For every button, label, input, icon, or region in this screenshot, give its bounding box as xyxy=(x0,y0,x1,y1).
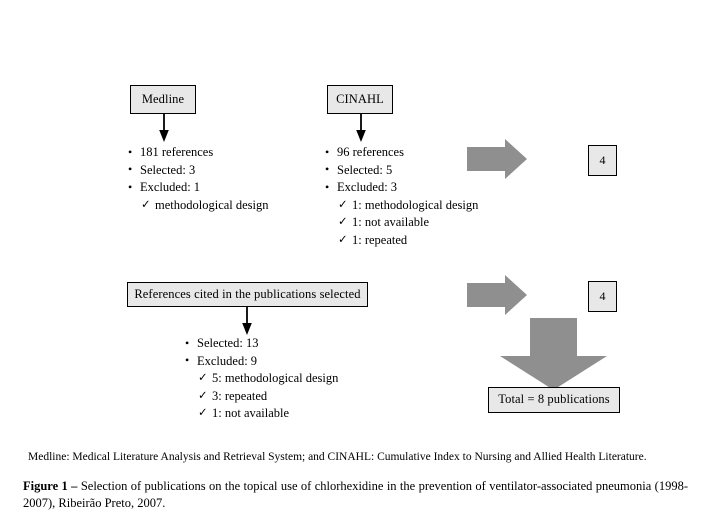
list-item: Excluded: 9 xyxy=(185,352,338,371)
arrow-down-references-icon xyxy=(242,306,252,335)
list-item-check: 1: not available xyxy=(325,214,478,232)
node-count-mid: 4 xyxy=(588,281,617,312)
list-item-check: 3: repeated xyxy=(185,388,338,406)
list-item-check: 5: methodological design xyxy=(185,370,338,388)
list-item-check: 1: not available xyxy=(185,405,338,423)
list-item: Excluded: 3 xyxy=(325,179,478,197)
arrow-down-medline-icon xyxy=(159,113,169,142)
figure-caption-text: Selection of publications on the topical… xyxy=(23,479,688,510)
list-item-check: 1: repeated xyxy=(325,232,478,250)
arrow-right-block-top-icon xyxy=(467,139,527,179)
list-item-check: 1: methodological design xyxy=(325,197,478,215)
list-item: Excluded: 1 xyxy=(128,179,269,197)
arrow-down-block-total-icon xyxy=(500,318,607,390)
list-references-results: Selected: 13 Excluded: 9 5: methodologic… xyxy=(185,335,338,423)
node-medline: Medline xyxy=(130,85,196,114)
list-item: Selected: 3 xyxy=(128,161,269,180)
node-total-publications: Total = 8 publications xyxy=(488,387,620,413)
list-cinahl-results: 96 references Selected: 5 Excluded: 3 1:… xyxy=(325,144,478,249)
arrow-down-cinahl-icon xyxy=(356,113,366,142)
node-references-cited: References cited in the publications sel… xyxy=(127,282,368,307)
list-item: Selected: 5 xyxy=(325,161,478,180)
arrow-right-block-mid-icon xyxy=(467,275,527,315)
list-item: 181 references xyxy=(128,144,269,162)
figure-caption: Figure 1 – Selection of publications on … xyxy=(23,478,688,512)
list-item: 96 references xyxy=(325,144,478,162)
list-item: Selected: 13 xyxy=(185,335,338,353)
list-medline-results: 181 references Selected: 3 Excluded: 1 m… xyxy=(128,144,269,214)
figure-caption-label: Figure 1 – xyxy=(23,479,78,493)
node-count-top: 4 xyxy=(588,145,617,176)
figure-footnote: Medline: Medical Literature Analysis and… xyxy=(28,451,647,463)
node-cinahl: CINAHL xyxy=(327,85,393,114)
list-item-check: methodological design xyxy=(128,197,269,215)
